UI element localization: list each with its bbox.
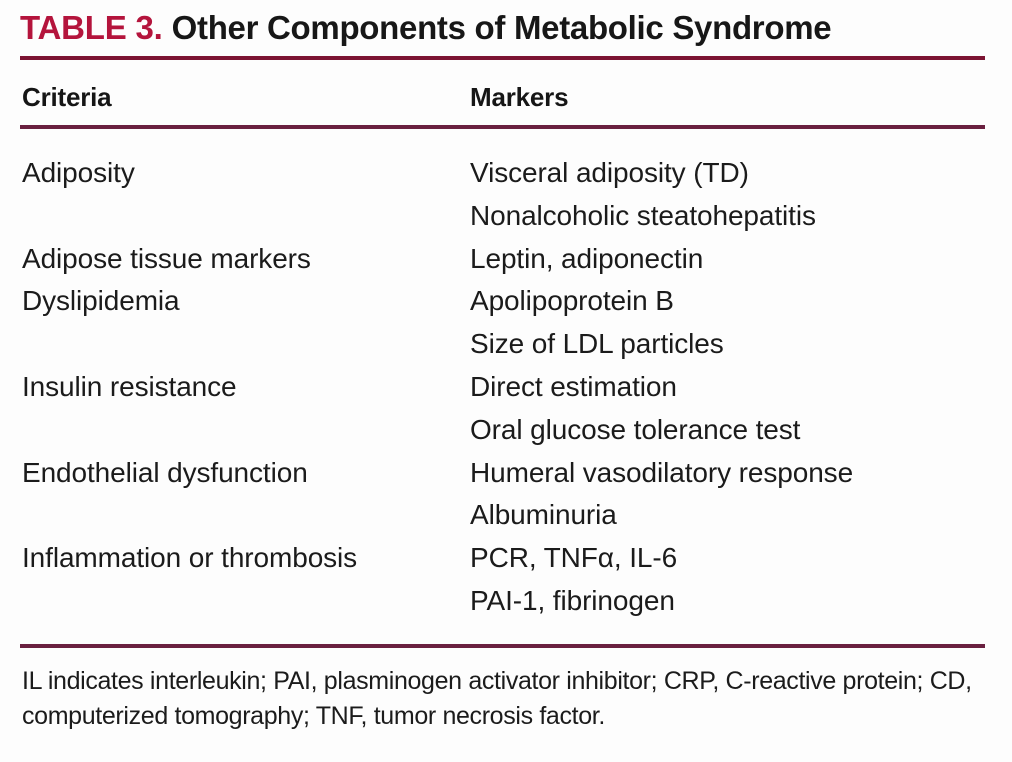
marker-cell: PAI-1, fibrinogen — [470, 585, 675, 616]
table-title-text: Other Components of Metabolic Syndrome — [171, 9, 832, 46]
criteria-cell: Adipose tissue markers — [22, 242, 311, 274]
marker-cell: Humeral vasodilatory response — [470, 456, 854, 488]
rule-header — [20, 125, 985, 129]
column-header-criteria: Criteria — [22, 82, 112, 112]
criteria-cell: Dyslipidemia — [22, 285, 180, 317]
marker-cell: Leptin, adiponectin — [470, 242, 704, 274]
rule-bottom — [20, 644, 985, 648]
marker-cell: Albuminuria — [470, 499, 617, 531]
criteria-cell: Endothelial dysfunction — [22, 456, 308, 488]
column-header-markers: Markers — [470, 82, 569, 112]
marker-cell: Apolipoprotein B — [470, 285, 674, 317]
table-title: TABLE 3. Other Components of Metabolic S… — [20, 6, 988, 50]
marker-cell: PCR, TNFα, IL-6 — [470, 542, 678, 574]
rule-top — [20, 56, 985, 60]
table-footnote: IL indicates interleukin; PAI, plasminog… — [22, 667, 972, 730]
marker-cell: Oral glucose tolerance test — [470, 413, 801, 445]
marker-cell: Size of LDL particles — [470, 328, 724, 360]
criteria-cell: Adiposity — [22, 157, 135, 188]
table-number-label: TABLE 3. — [20, 9, 163, 46]
marker-cell: Direct estimation — [470, 371, 677, 402]
criteria-cell: Insulin resistance — [22, 371, 237, 402]
criteria-cell: Inflammation or thrombosis — [22, 542, 358, 574]
marker-cell: Nonalcoholic steatohepatitis — [470, 199, 816, 231]
marker-cell: Visceral adiposity (TD) — [470, 157, 749, 188]
